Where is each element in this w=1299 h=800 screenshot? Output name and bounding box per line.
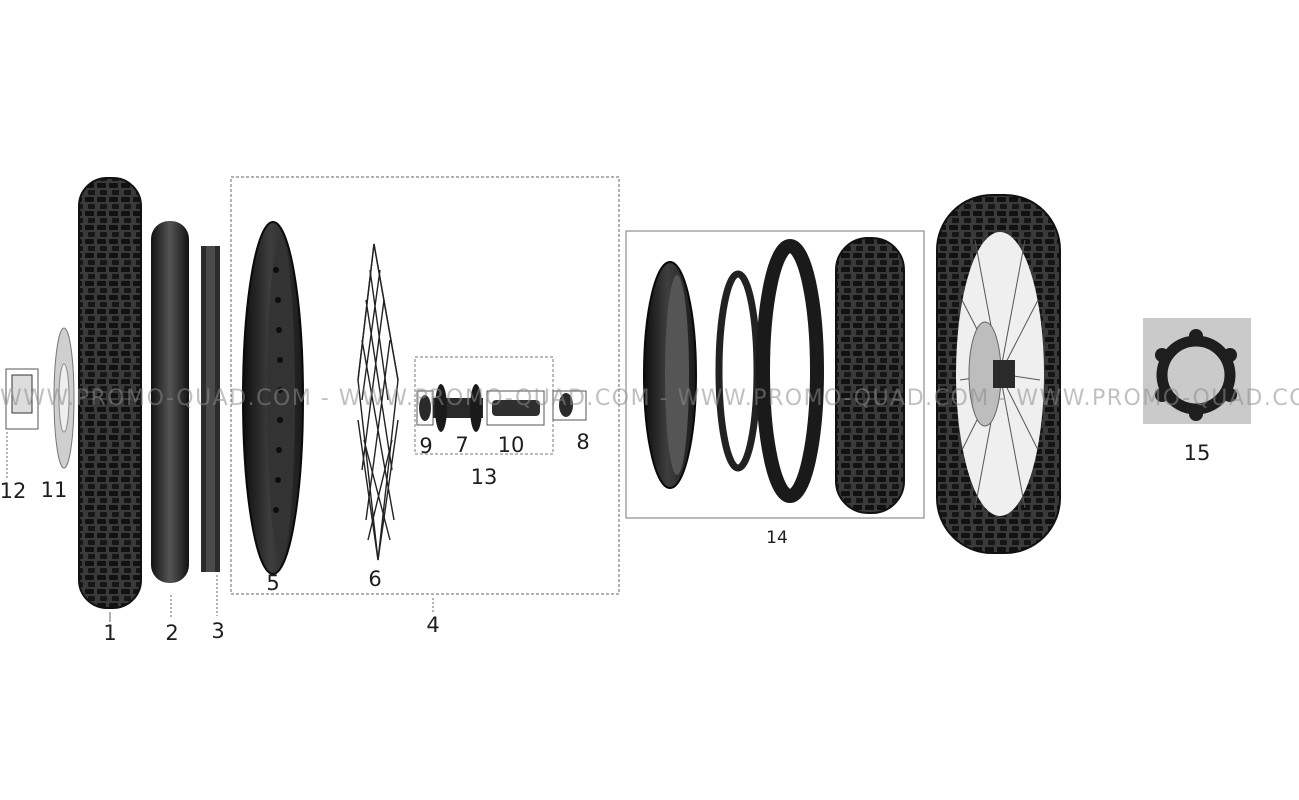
callout-15: 15: [1183, 441, 1211, 465]
complete-wheel: [936, 194, 1061, 554]
rim-assembly-box-4: [230, 176, 620, 612]
rim-strip-part-3: [201, 246, 220, 616]
hub-part-7: [433, 384, 483, 432]
callout-5: 5: [266, 571, 280, 595]
spokes-part-6: [357, 243, 399, 561]
callout-7: 7: [455, 433, 469, 457]
callout-10: 10: [497, 433, 525, 457]
rim-part-5: [242, 221, 304, 575]
callout-13: 13: [470, 465, 498, 489]
inner-tube-part-2: [151, 221, 189, 618]
callout-3: 3: [211, 619, 225, 643]
callout-11: 11: [40, 478, 68, 502]
watermark-text: WWW.PROMO-QUAD.COM - WWW.PROMO-QUAD.COM …: [0, 386, 1299, 411]
callout-1: 1: [103, 621, 117, 645]
brake-disc-part-11: [53, 327, 75, 469]
bearing-part-8: [552, 390, 587, 421]
callout-14: 14: [766, 528, 788, 548]
watermark: WWW.PROMO-QUAD.COM - WWW.PROMO-QUAD.COM …: [0, 386, 1299, 416]
assembly-box-14: [625, 230, 925, 519]
tire-part-1: [78, 177, 142, 622]
callout-8: 8: [576, 430, 590, 454]
callout-6: 6: [368, 567, 382, 591]
valve-part-12: [5, 368, 39, 478]
callout-4: 4: [426, 613, 440, 637]
callout-9: 9: [419, 434, 433, 458]
axle-spacer-part-10: [486, 390, 545, 426]
callout-2: 2: [165, 621, 179, 645]
disc-adapter-part-15: [1143, 318, 1251, 424]
callout-12: 12: [0, 479, 27, 503]
